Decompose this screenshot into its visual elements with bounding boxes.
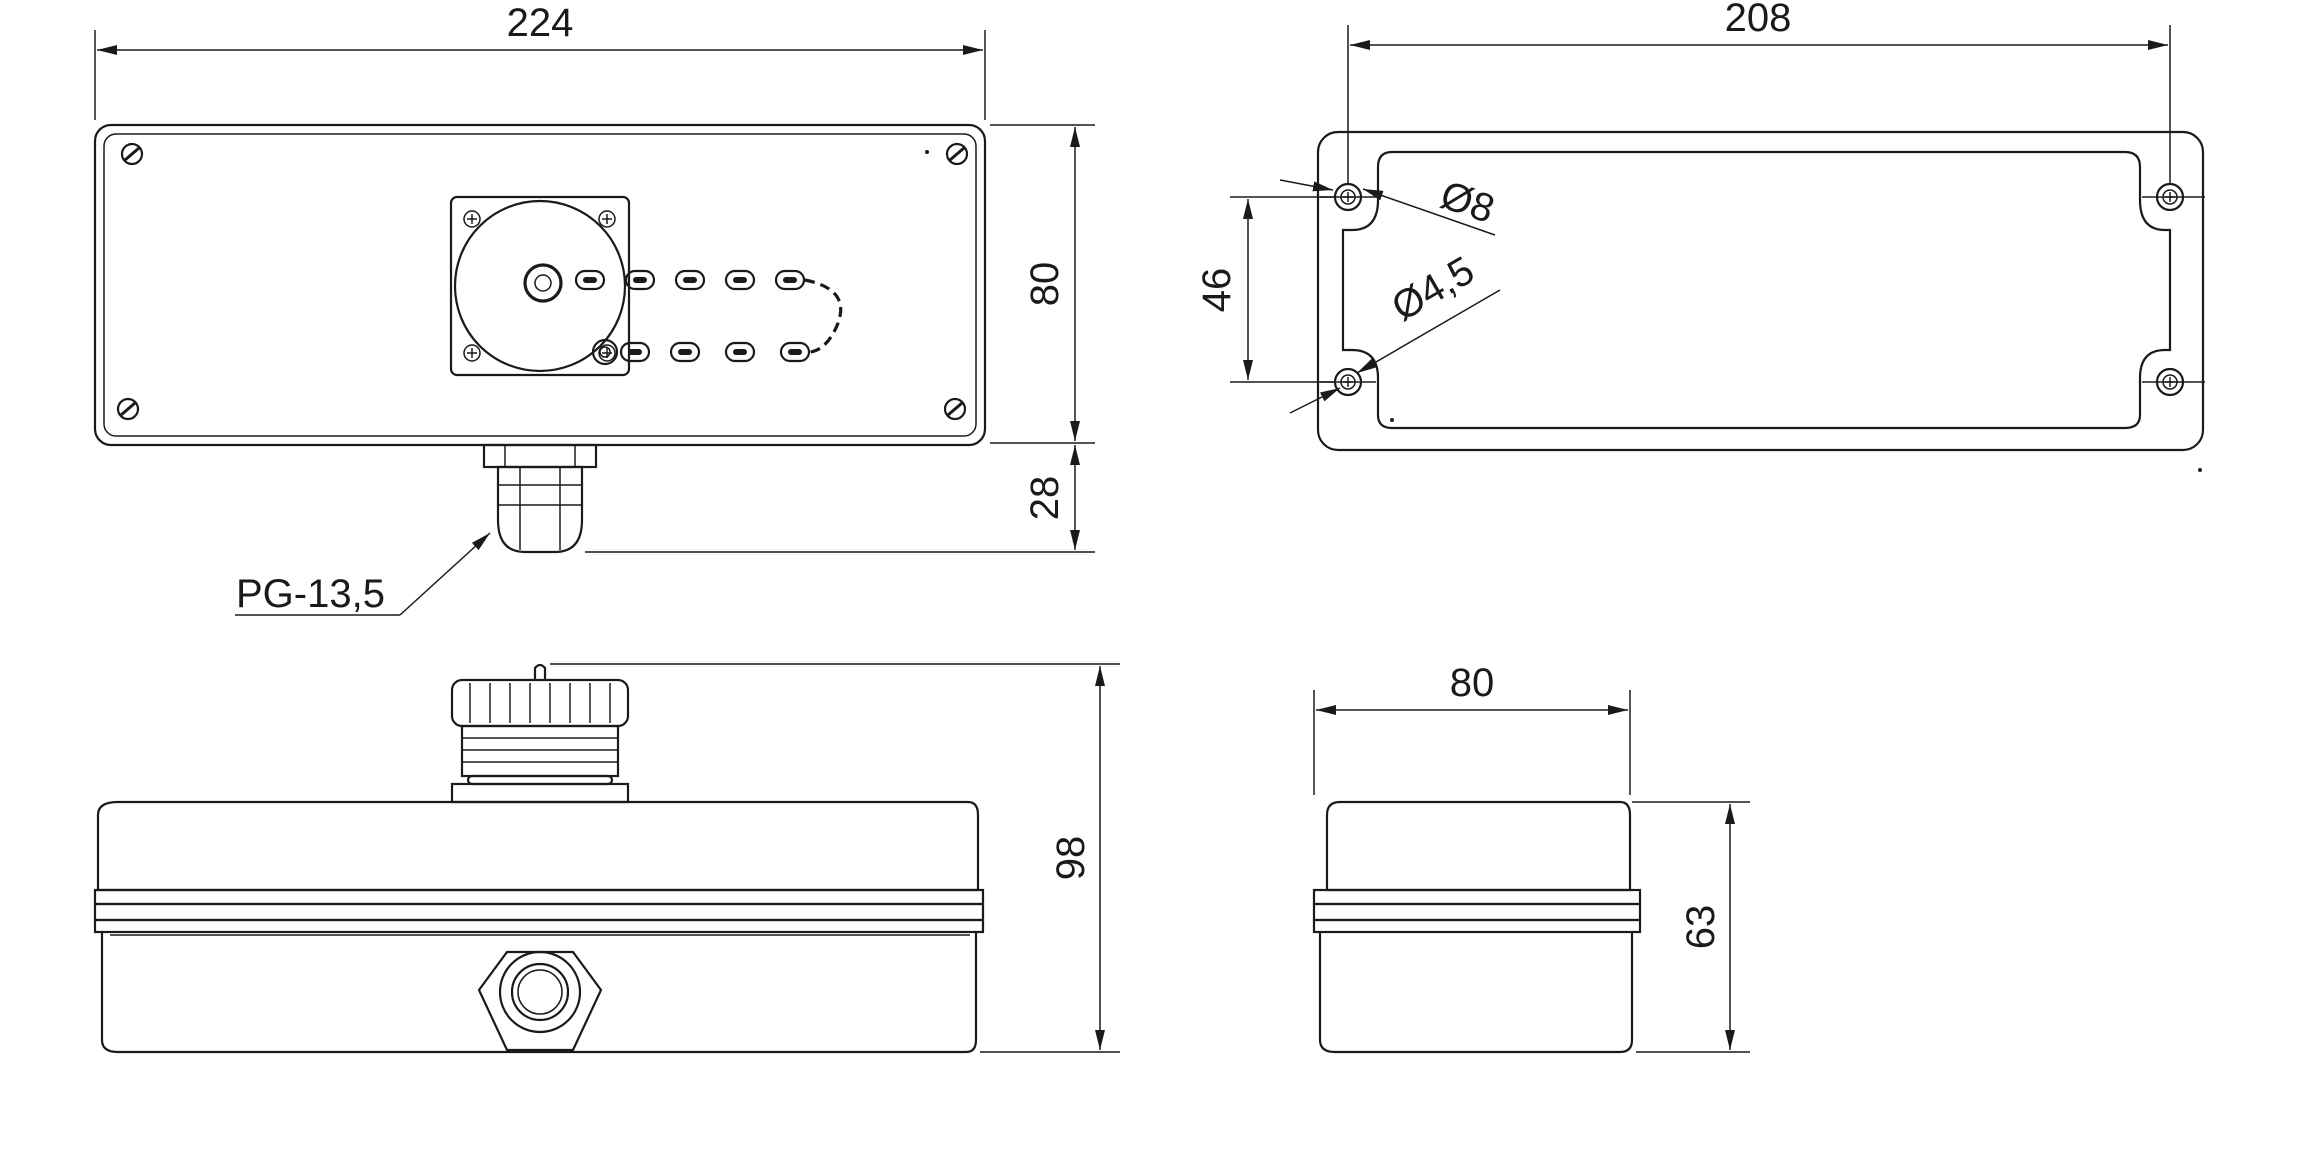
connector-side-icon <box>450 663 630 804</box>
front-view: 224 80 28 PG-13,5 <box>93 1 1095 616</box>
side-view-short: 80 63 <box>1312 661 1750 1054</box>
gland-label: PG-13,5 <box>236 572 385 616</box>
front-housing-outer <box>93 123 987 447</box>
screw-icon <box>945 142 969 166</box>
screw-icon <box>120 142 144 166</box>
dim-side-height: 63 <box>1679 905 1723 950</box>
dim-side-width: 80 <box>1450 661 1495 705</box>
dim-total-height: 98 <box>1049 836 1093 881</box>
side-view-long: 98 <box>93 663 1120 1054</box>
dim-hole-small: Ø4,5 <box>1385 248 1482 329</box>
connector-cap-icon <box>453 199 627 373</box>
dim-lid-width: 208 <box>1725 0 1792 40</box>
lid-inner-cutout <box>1341 150 2172 430</box>
dim-gland-depth: 28 <box>1023 476 1067 521</box>
chain-icon <box>574 269 843 363</box>
lid-outer <box>1316 130 2205 452</box>
dim-hole-large: Ø8 <box>1435 173 1500 232</box>
cable-gland-top-icon <box>482 443 598 554</box>
dim-front-height: 80 <box>1023 262 1067 307</box>
dim-front-width: 224 <box>507 1 574 45</box>
cable-gland-front-icon <box>477 950 603 1052</box>
screw-icon <box>943 397 967 421</box>
dim-hole-spacing: 46 <box>1195 268 1239 313</box>
front-housing-inner <box>103 133 977 437</box>
housing-end-side <box>1318 932 1634 1054</box>
lid-view: 208 46 Ø8 Ø4,5 <box>1195 0 2205 472</box>
screw-icon <box>116 397 140 421</box>
housing-body-side <box>100 932 978 1054</box>
